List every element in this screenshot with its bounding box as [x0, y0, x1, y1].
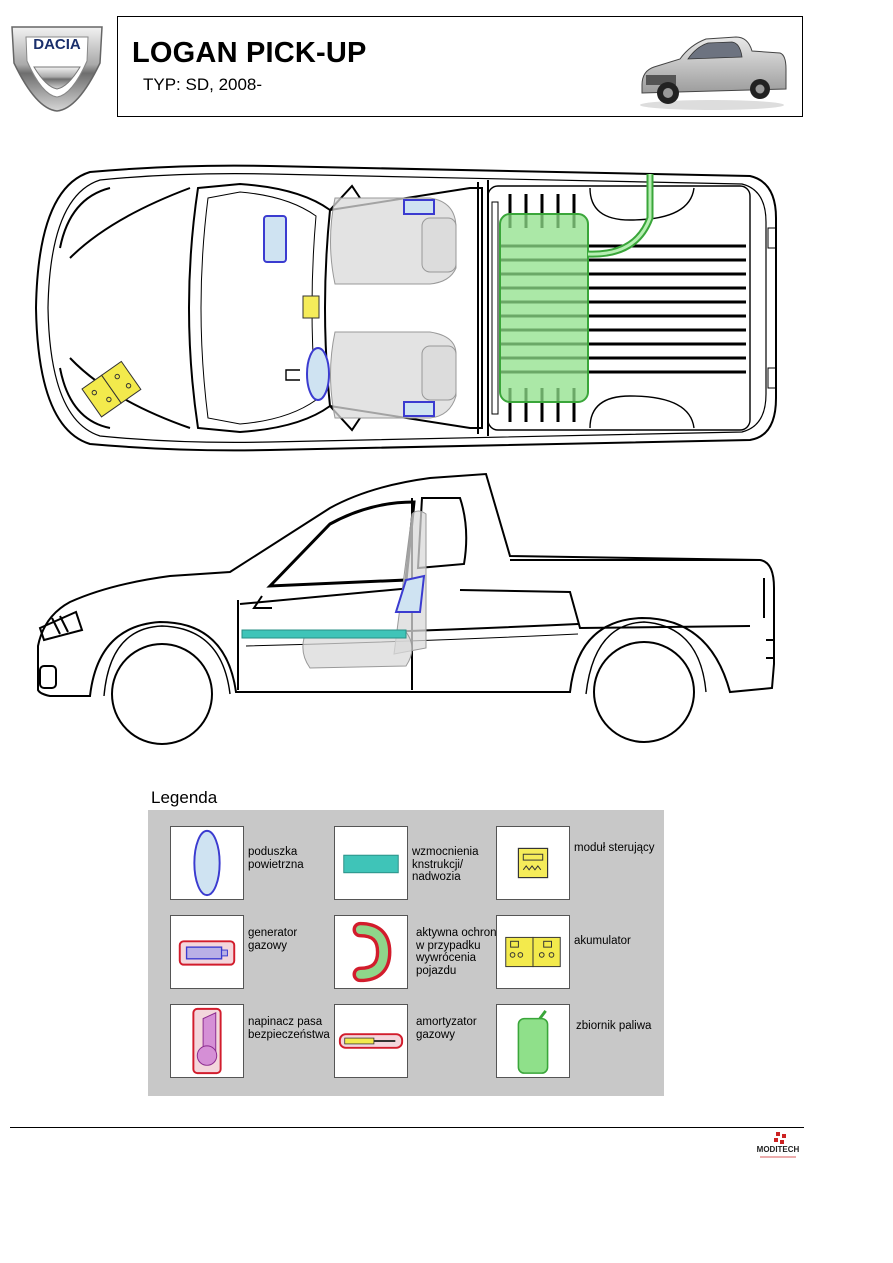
footer-divider [10, 1127, 804, 1128]
battery-icon [496, 915, 570, 989]
control-module-icon [496, 826, 570, 900]
header-box: LOGAN PICK-UP TYP: SD, 2008- [117, 16, 803, 117]
vehicle-side-view [30, 468, 780, 753]
legend-label-control-module: moduł sterujący [574, 842, 655, 854]
legend-title: Legenda [151, 788, 218, 807]
legend-label-airbag: poduszka powietrzna [248, 846, 304, 871]
legend-label-seatbelt: napinacz pasa bezpieczeństwa [248, 1016, 330, 1041]
gas-damper-icon [334, 1004, 408, 1078]
legend-label-fuel-tank: zbiornik paliwa [576, 1020, 652, 1032]
legend-label-reinforcement: wzmocnienia knstrukcji/ nadwozia [412, 846, 479, 883]
moditech-logo: MODITECH [750, 1130, 806, 1164]
airbag-icon [170, 826, 244, 900]
fuel-tank-icon [496, 1004, 570, 1078]
vehicle-top-view [30, 158, 780, 458]
gas-generator-icon [170, 915, 244, 989]
legend-label-rollover: aktywna ochrona w przypadku wywrócenia p… [416, 927, 503, 977]
vehicle-thumbnail [632, 23, 790, 113]
rollover-protection-icon [334, 915, 408, 989]
dacia-logo: DACIA [8, 25, 106, 113]
legend-label-gas-damper: amortyzator gazowy [416, 1016, 477, 1041]
type-subtitle: TYP: SD, 2008- [143, 75, 263, 94]
reinforcement-icon [334, 826, 408, 900]
brand-text: MODITECH [757, 1145, 800, 1154]
legend-label-battery: akumulator [574, 935, 631, 947]
page-title: LOGAN PICK-UP [132, 37, 367, 69]
seatbelt-tensioner-icon [170, 1004, 244, 1078]
logo-text: DACIA [33, 36, 81, 53]
legend-panel: poduszka powietrzna wzmocnienia knstrukc… [148, 810, 664, 1096]
legend-label-gas-generator: generator gazowy [248, 927, 298, 952]
